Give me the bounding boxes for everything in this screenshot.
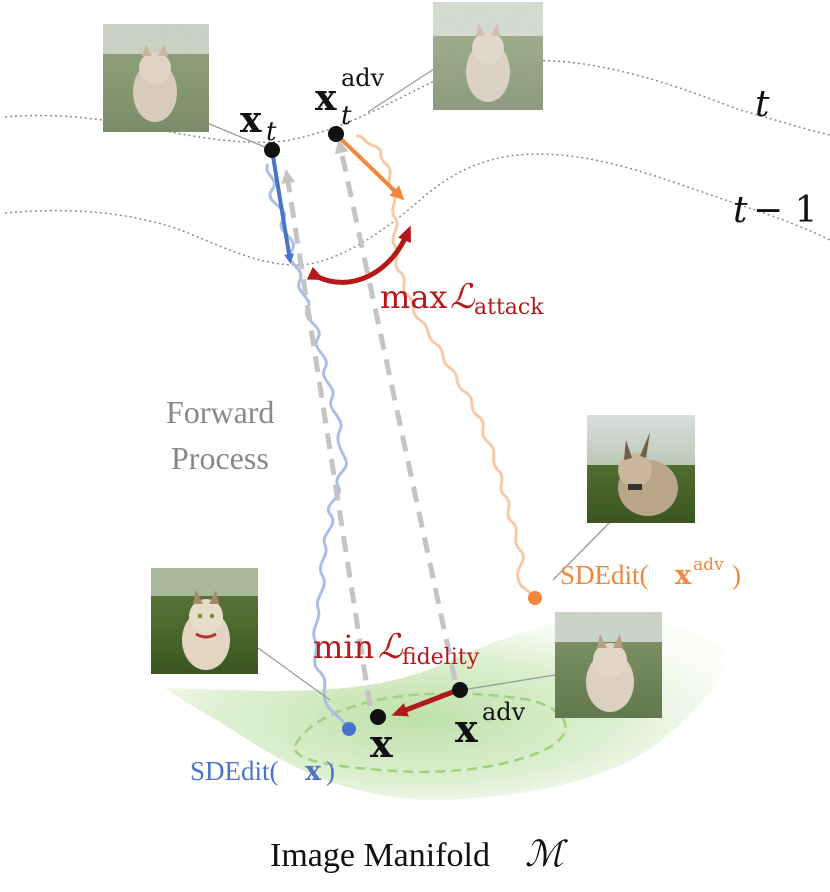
label-t: t [755,84,770,125]
time-curve-t-minus-1 [4,153,830,266]
label-x: x [370,721,393,766]
lynx-edited-image [587,415,695,523]
label-max-attack-sub: attack [474,295,544,320]
label-xtadv: x t adv [315,64,385,131]
leader-xt [199,119,273,151]
label-sdedit-adv-post: ) [732,560,741,590]
label-xtadv-sub: t [341,101,352,131]
label-t-minus-1-rest: − 1 [753,190,818,231]
blue-step-arrow [270,149,294,264]
gray-dashed-x-to-xt [281,169,373,707]
point-xadv [452,682,468,698]
leader-sdedit-adv [552,519,613,581]
leader-x [257,647,331,701]
label-min-fidelity-L: ℒ [378,627,404,667]
orange-step-arrow [336,134,405,201]
orange-forward-path [355,134,537,599]
label-xadv-base: x [455,706,478,751]
label-sdedit-adv: SDEdit( x adv ) [560,555,741,591]
label-xt-sub: t [266,117,277,147]
label-xt-base: x [240,99,262,141]
label-sdedit-x-pre: SDEdit( [190,756,279,786]
cat-adv-image [555,612,662,718]
label-max-attack: max ℒ attack [380,277,544,320]
label-max-attack-fn: max [380,278,447,316]
label-min-fidelity: min ℒ fidelity [313,627,480,670]
point-xtadv [328,126,344,142]
point-xt [264,142,280,158]
label-sdedit-adv-sup: adv [693,555,724,575]
label-process: Process [171,440,269,476]
label-sdedit-x-post: ) [326,756,335,786]
point-sdedit-x [342,722,356,736]
leader-xadv [461,674,556,691]
label-min-fidelity-sub: fidelity [402,645,480,670]
label-t-minus-1-t: t [733,190,748,231]
label-xtadv-base: x [315,77,337,119]
label-sdedit-x: SDEdit( x ) [190,756,335,787]
label-sdedit-x-x: x [305,756,322,787]
label-sdedit-adv-x: x [675,560,692,591]
label-t-minus-1: t − 1 [733,190,818,231]
caption-M: ℳ [525,834,568,875]
caption-image-manifold: Image Manifold ℳ [270,834,568,875]
label-min-fidelity-fn: min [313,628,374,666]
point-x [370,709,386,725]
label-sdedit-adv-pre: SDEdit( [560,560,649,590]
label-xadv-sup: adv [482,698,526,726]
cat-noisy-image [103,24,209,132]
label-max-attack-L: ℒ [450,277,476,317]
leader-xtadv [367,64,441,113]
manifold-inner-contour [293,692,567,774]
label-xt: x t [240,99,277,147]
label-forward: Forward [166,394,274,430]
point-sdedit-adv [528,591,542,605]
red-attack-arc [306,225,411,285]
label-xadv: x adv [455,698,526,751]
label-xtadv-sup: adv [341,64,385,92]
cat-noisy-adv-image [433,2,543,110]
caption-text: Image Manifold [270,837,490,874]
red-fidelity-arrow [391,687,459,717]
cat-clean-image [151,568,258,674]
